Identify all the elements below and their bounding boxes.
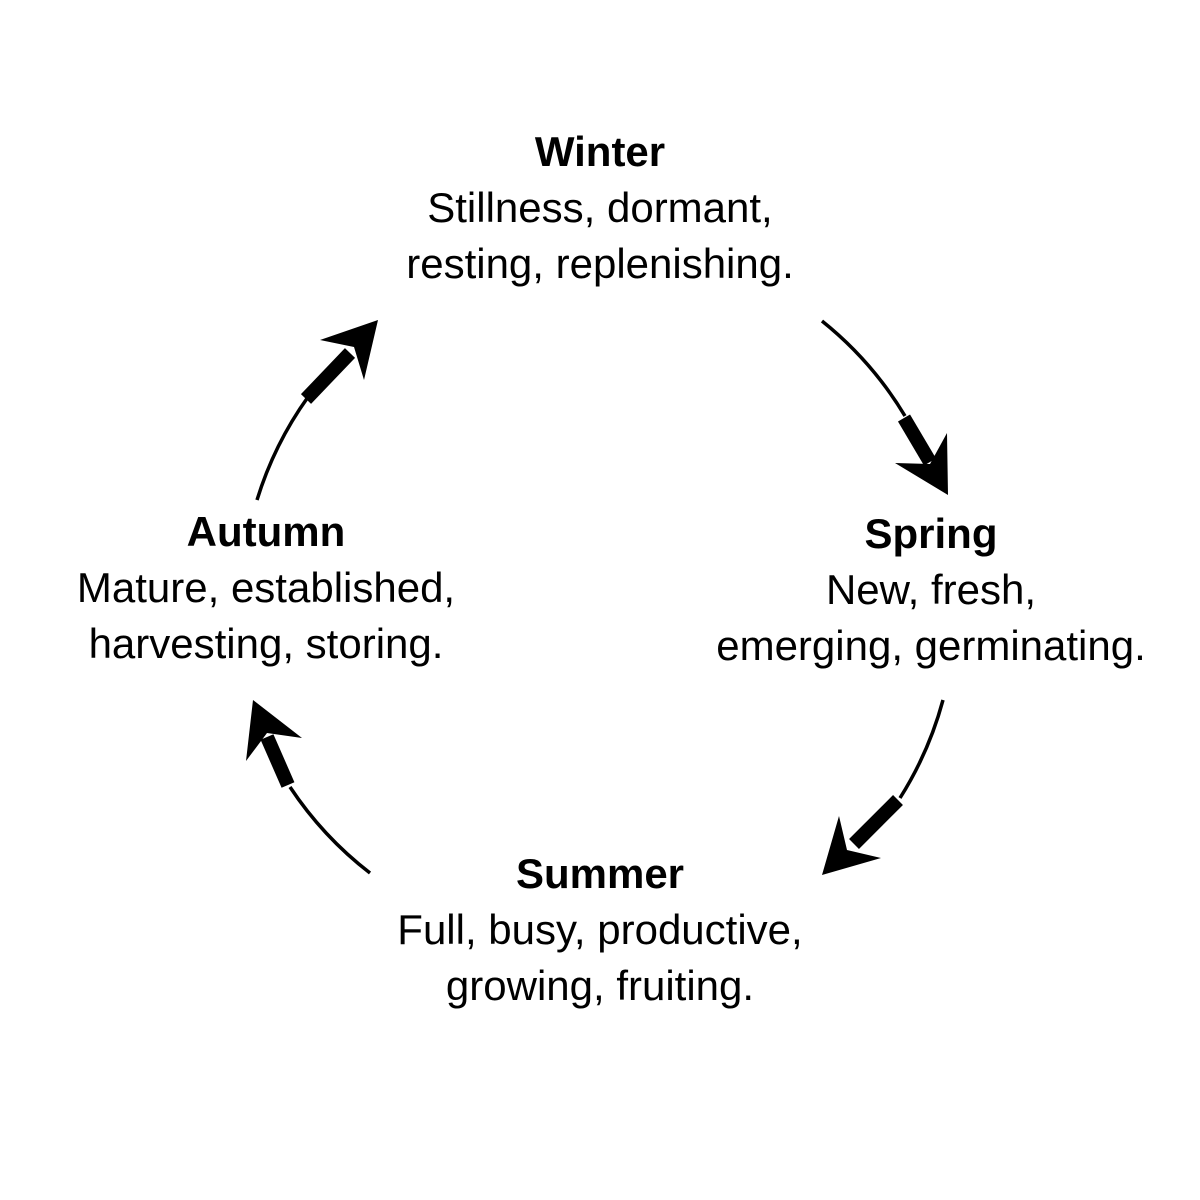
arrow-summer-to-autumn-icon [246,700,372,875]
arrow-shaft [897,414,937,466]
arrow-tail [288,786,372,875]
season-description-line: resting, replenishing. [406,240,794,287]
arrow-shaft [260,734,295,788]
arrow-autumn-to-winter-icon [255,320,378,501]
arrow-tail [898,699,945,799]
season-description-line: Stillness, dormant, [427,184,773,231]
arrow-shaft [849,795,903,849]
season-description-line: New, fresh, [825,566,1037,613]
season-description-line: Mature, established, [76,564,456,611]
arrowhead [822,816,881,875]
season-description-line: emerging, germinating. [716,622,1146,669]
season-description-line: Full, busy, productive, [397,906,803,953]
arrowhead [320,320,378,380]
season-title: Summer [515,850,685,897]
season-description-line: growing, fruiting. [445,962,755,1009]
season-description-line: harvesting, storing. [88,620,444,667]
season-node-summer: Summer Full, busy, productive, growing, … [397,846,802,1014]
arrow-tail [820,319,907,417]
arrowhead [246,700,302,761]
season-title: Autumn [186,508,346,555]
arrow-spring-to-summer-icon [822,699,945,875]
arrow-tail [255,395,310,501]
season-node-autumn: Autumn Mature, established, harvesting, … [77,504,455,672]
arrowhead [895,433,948,495]
arrow-shaft [300,348,356,404]
arrow-winter-to-spring-icon [820,319,948,495]
season-node-spring: Spring New, fresh, emerging, germinating… [716,506,1146,674]
season-title: Winter [534,128,666,175]
season-title: Spring [864,510,998,557]
season-node-winter: Winter Stillness, dormant, resting, repl… [406,124,794,292]
